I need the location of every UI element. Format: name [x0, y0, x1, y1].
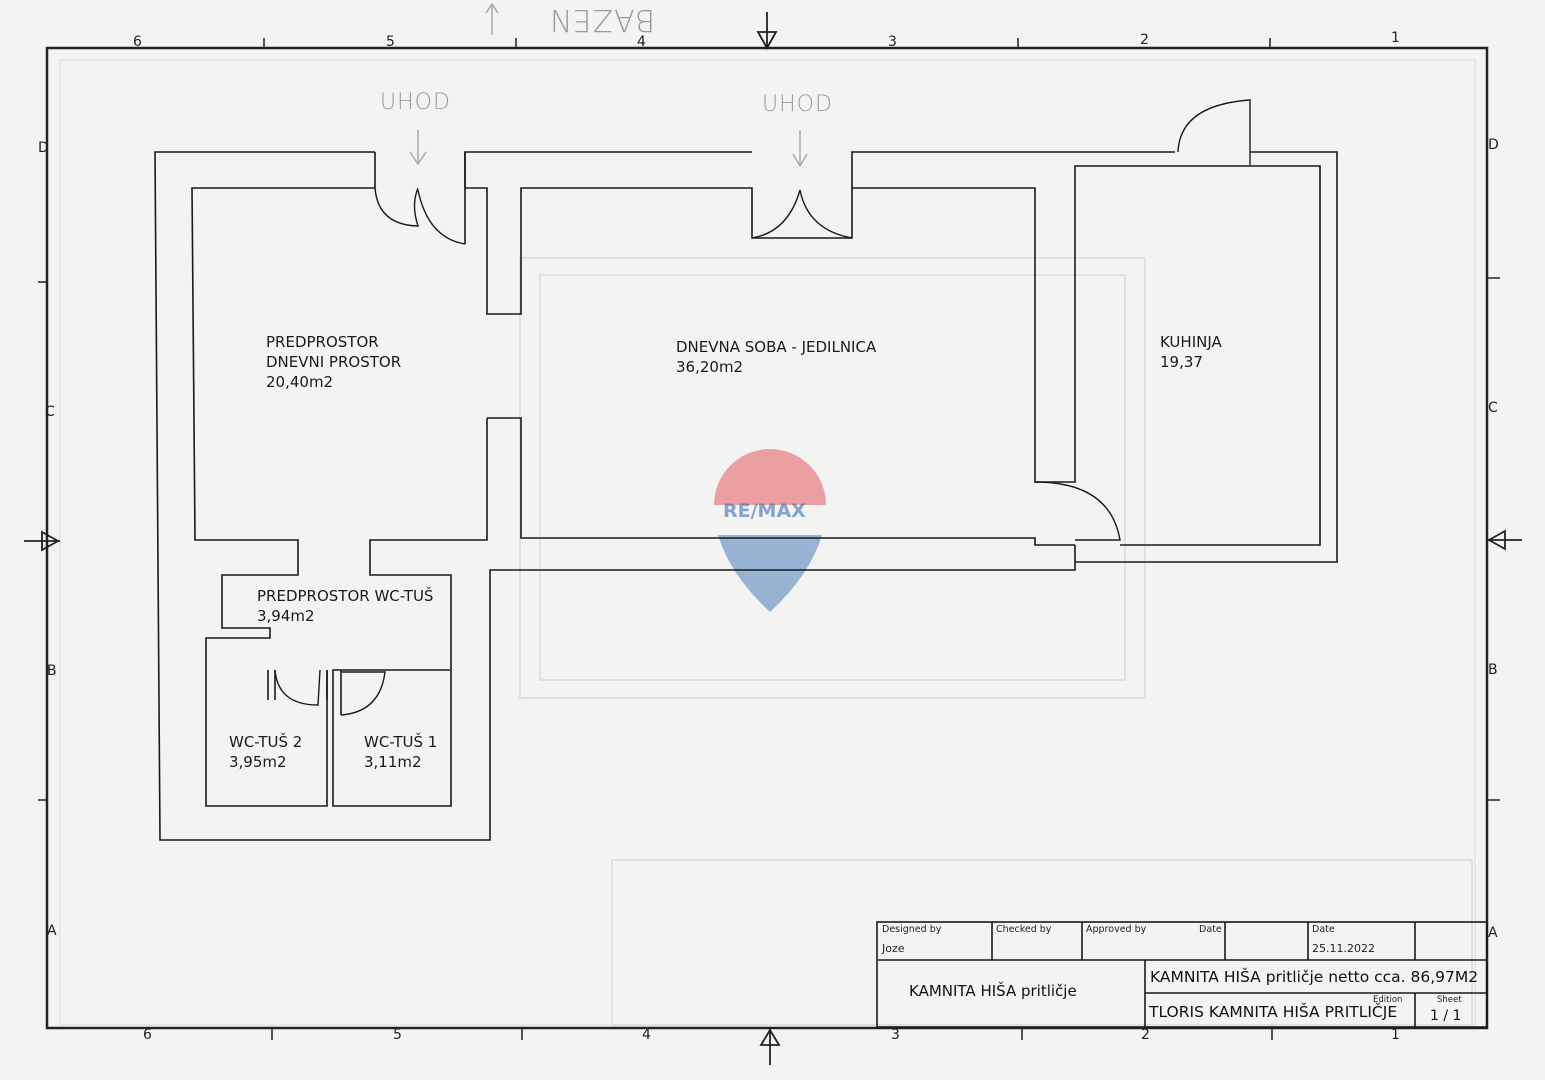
room-wc-tus-2: WC-TUŠ 2 3,95m2: [229, 732, 302, 772]
room-area: 3,95m2: [229, 753, 287, 771]
grid-row-label: C: [45, 404, 55, 420]
room-area: 36,20m2: [676, 358, 744, 376]
room-dnevna-soba: DNEVNA SOBA - JEDILNICA 36,20m2: [676, 337, 876, 377]
edition-label: Edition: [1373, 995, 1403, 1005]
date-label: Date: [1199, 924, 1222, 935]
grid-col-label: 6: [133, 34, 142, 50]
handwritten-exit-left: UHOD: [380, 90, 451, 115]
room-name: DNEVNA SOBA - JEDILNICA: [676, 338, 877, 356]
room-kuhinja: KUHINJA 19,37: [1160, 332, 1222, 372]
room-predprostor-dnevni: PREDPROSTOR DNEVNI PROSTOR 20,40m2: [266, 332, 401, 392]
date-value: 25.11.2022: [1312, 942, 1375, 955]
walls: [154, 151, 1338, 841]
room-name: DNEVNI PROSTOR: [266, 353, 402, 371]
grid-col-label: 6: [143, 1027, 152, 1043]
designed-by-label: Designed by: [882, 924, 942, 935]
title-block-frame: [876, 921, 1488, 1028]
sheet-value: 1 / 1: [1430, 1008, 1462, 1024]
grid-col-label: 1: [1391, 1027, 1400, 1043]
grid-col-label: 4: [642, 1027, 651, 1043]
grid-row-label: A: [47, 923, 57, 939]
grid-col-label: 4: [637, 34, 646, 50]
drawing-title: KAMNITA HIŠA pritličje netto cca. 86,97M…: [1150, 968, 1479, 986]
room-name: PREDPROSTOR: [266, 333, 379, 351]
grid-col-label: 2: [1140, 32, 1149, 48]
room-area: 3,94m2: [257, 607, 315, 625]
designed-by-value: Joze: [882, 942, 905, 955]
grid-col-label: 1: [1391, 30, 1400, 46]
grid-ticks: [38, 38, 1500, 1040]
grid-col-label: 5: [393, 1027, 402, 1043]
grid-row-label: A: [1488, 925, 1498, 941]
grid-row-label: B: [1488, 662, 1498, 678]
project-name: KAMNITA HIŠA pritličje: [909, 982, 1077, 1000]
handwritten-exit-right: UHOD: [762, 92, 833, 117]
center-arrow-icons: [24, 12, 1522, 1065]
door-swings: [274, 99, 1251, 716]
checked-by-label: Checked by: [996, 924, 1052, 935]
grid-row-label: B: [47, 663, 57, 679]
handwritten-bazen-note: BAZEN: [548, 2, 656, 37]
approved-by-label: Approved by: [1086, 924, 1147, 935]
room-name: WC-TUŠ 1: [364, 733, 438, 751]
date-label: Date: [1312, 924, 1335, 935]
grid-col-label: 5: [386, 34, 395, 50]
remax-logo-text: RE/MAX: [723, 500, 806, 522]
room-area: 3,11m2: [364, 753, 422, 771]
grid-col-label: 2: [1141, 1027, 1150, 1043]
room-name: KUHINJA: [1160, 333, 1222, 351]
grid-col-label: 3: [891, 1027, 900, 1043]
room-predprostor-wc: PREDPROSTOR WC-TUŠ 3,94m2: [257, 586, 433, 626]
grid-row-label: D: [1488, 137, 1499, 153]
grid-row-label: D: [38, 140, 49, 156]
grid-col-label: 3: [888, 34, 897, 50]
room-name: PREDPROSTOR WC-TUŠ: [257, 587, 434, 605]
sheet-label: Sheet: [1437, 995, 1462, 1005]
grid-row-label: C: [1488, 400, 1498, 416]
remax-watermark: [714, 449, 826, 612]
room-wc-tus-1: WC-TUŠ 1 3,11m2: [364, 732, 437, 772]
room-name: WC-TUŠ 2: [229, 733, 303, 751]
room-area: 20,40m2: [266, 373, 334, 391]
room-area: 19,37: [1160, 353, 1203, 371]
drawing-subtitle: TLORIS KAMNITA HIŠA PRITLIČJE: [1149, 1003, 1398, 1021]
